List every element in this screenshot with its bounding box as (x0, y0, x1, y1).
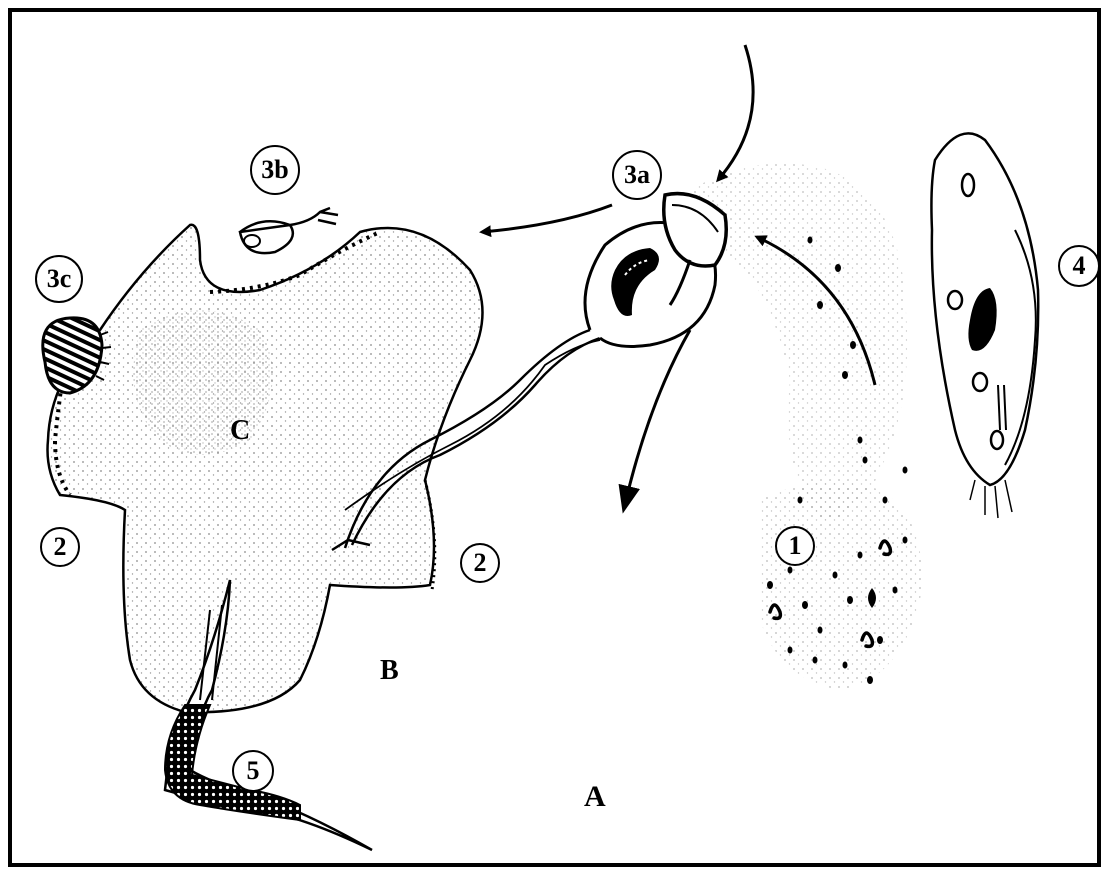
host-body (48, 225, 483, 712)
marker-5: 5 (232, 750, 274, 792)
marker-1: 1 (775, 526, 815, 566)
marker-2-right: 2 (460, 543, 500, 583)
region-label-b: B (380, 655, 399, 687)
region-label-c: C (230, 415, 250, 447)
marker-2-left: 2 (40, 527, 80, 567)
marker-4: 4 (1058, 245, 1100, 287)
marker-3b: 3b (250, 145, 300, 195)
marker-3a: 3a (612, 150, 662, 200)
region-label-a: A (584, 780, 606, 814)
organism-3b (240, 208, 338, 253)
cell-4 (931, 133, 1038, 518)
marker-3c: 3c (35, 255, 83, 303)
particle-cloud-1 (760, 457, 922, 691)
